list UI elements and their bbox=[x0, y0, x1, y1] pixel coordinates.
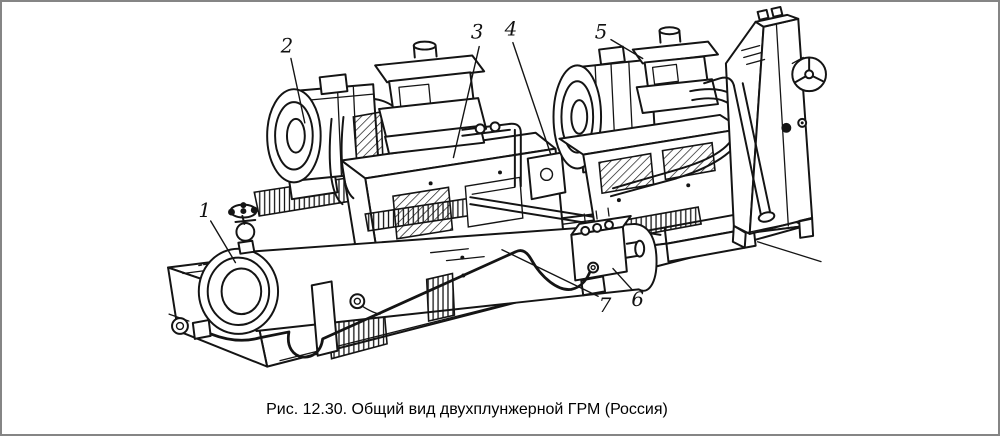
callout-7: 7 bbox=[599, 294, 612, 317]
callout-5: 5 bbox=[595, 21, 608, 44]
vessel-supports bbox=[310, 272, 456, 357]
air-vessel bbox=[197, 222, 658, 335]
callout-6: 6 bbox=[631, 288, 644, 311]
callout-1: 1 bbox=[198, 199, 211, 222]
vessel-valve bbox=[228, 202, 258, 255]
cabinet-pipes bbox=[703, 76, 776, 223]
left-motor bbox=[253, 73, 414, 217]
callout-leaders bbox=[209, 38, 644, 297]
manifold bbox=[570, 207, 646, 297]
control-cabinet bbox=[724, 5, 827, 263]
right-tank bbox=[631, 26, 719, 114]
center-piping bbox=[328, 115, 664, 236]
callout-3: 3 bbox=[471, 21, 484, 44]
figure-caption: Рис. 12.30. Общий вид двухплунжерной ГРМ… bbox=[266, 401, 668, 418]
suction-line bbox=[168, 249, 600, 359]
cabinet-knob bbox=[781, 122, 792, 133]
callout-2: 2 bbox=[280, 35, 294, 58]
callout-numbers: 1 2 3 4 5 6 7 bbox=[198, 18, 644, 317]
callout-4: 4 bbox=[504, 18, 518, 41]
left-tank bbox=[374, 40, 488, 155]
handwheel bbox=[791, 56, 827, 93]
